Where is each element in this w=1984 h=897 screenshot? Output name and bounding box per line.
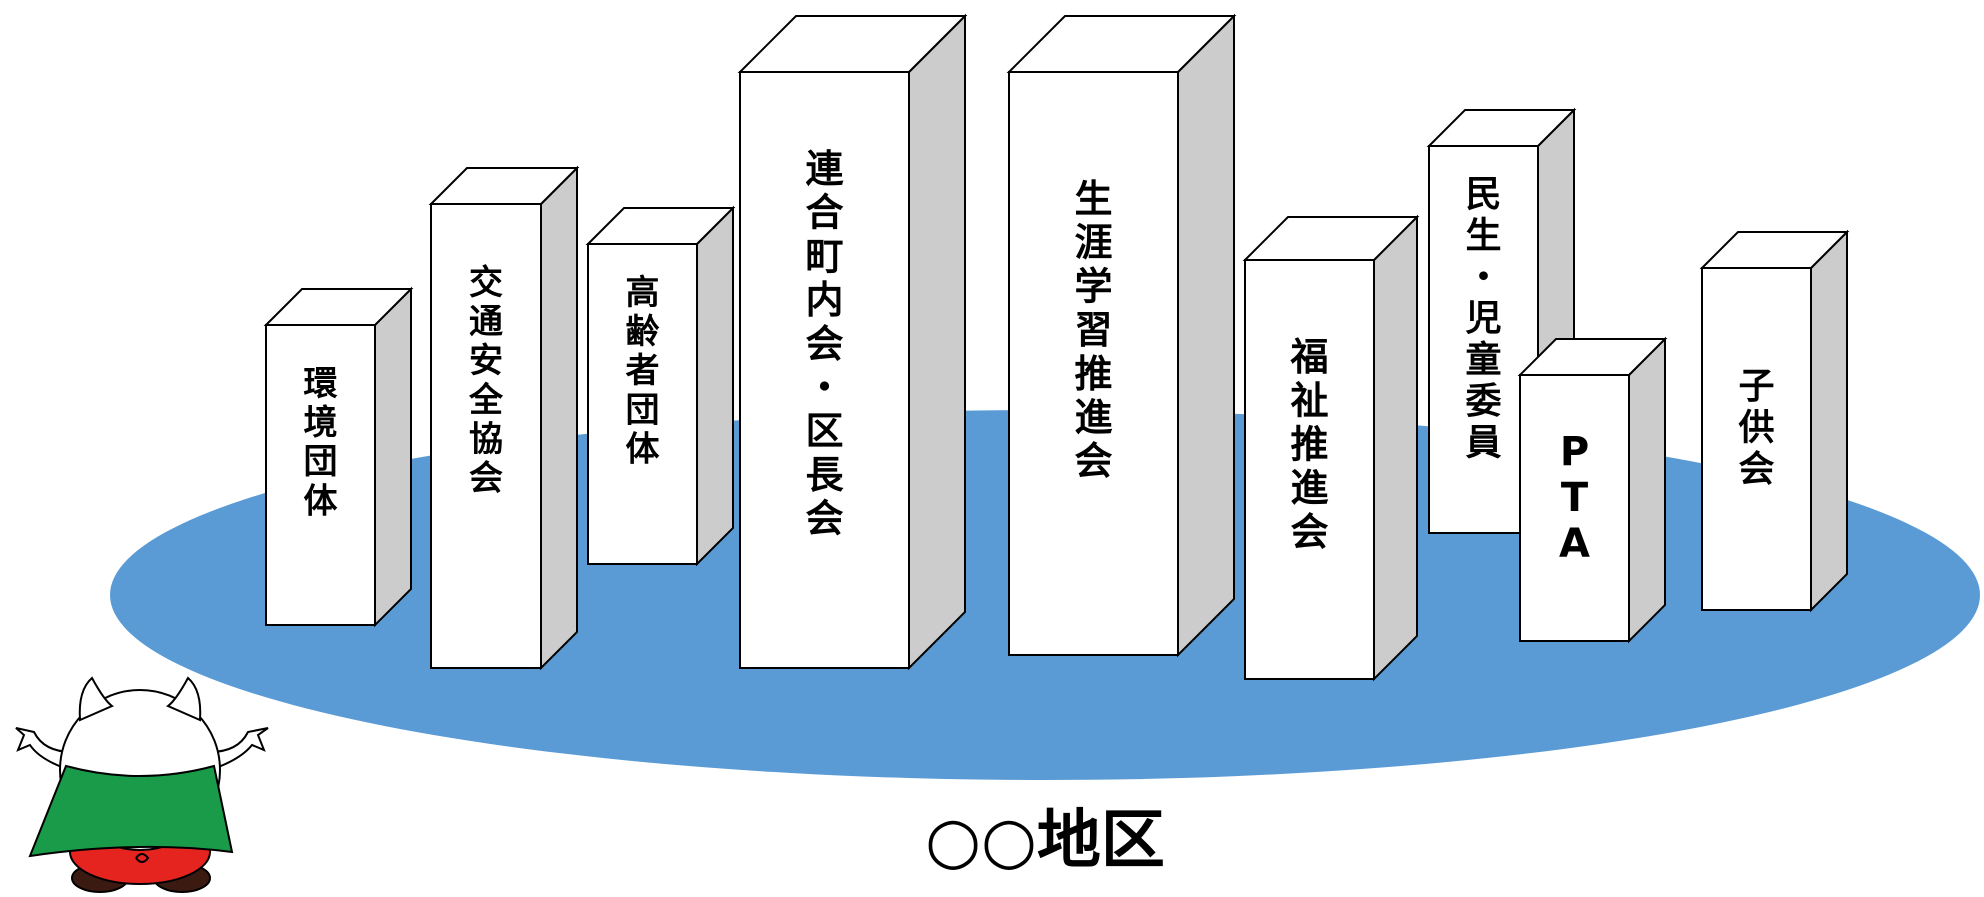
- building-front-face: [739, 71, 910, 669]
- building-label-kankyo: 環境団体: [304, 364, 338, 521]
- building-front-face: [1519, 374, 1630, 642]
- district-title: ○○地区: [925, 804, 1165, 878]
- building-front-face: [1244, 259, 1375, 680]
- building-koreisha: 高齢者団体: [585, 205, 736, 567]
- building-side-face: [908, 13, 966, 671]
- building-label-kodomo: 子供会: [1738, 366, 1774, 490]
- building-label-minsei: 民生・児童委員: [1465, 174, 1501, 463]
- building-side-face: [1177, 13, 1235, 658]
- building-side-face: [696, 205, 734, 567]
- building-front-face: [265, 324, 376, 626]
- building-side-face: [1373, 214, 1418, 682]
- building-fukushi: 福祉推進会: [1242, 214, 1420, 682]
- building-label-shogai: 生涯学習推進会: [1074, 177, 1112, 483]
- building-label-koreisha: 高齢者団体: [626, 273, 660, 469]
- building-side-face: [540, 165, 578, 671]
- building-kotsu: 交通安全協会: [428, 165, 580, 671]
- building-label-kotsu: 交通安全協会: [468, 263, 504, 499]
- building-side-face: [1628, 336, 1666, 644]
- building-kankyo: 環境団体: [263, 286, 414, 628]
- building-side-face: [374, 286, 412, 628]
- building-label-fukushi: 福祉推進会: [1289, 335, 1328, 554]
- mascot-icon: [15, 676, 269, 893]
- building-front-face: [1701, 267, 1812, 611]
- building-kodomo: 子供会: [1699, 229, 1850, 613]
- building-rengo: 連合町内会・区長会: [737, 13, 968, 671]
- building-label-rengo: 連合町内会・区長会: [805, 147, 844, 541]
- building-front-face: [1008, 71, 1179, 656]
- building-front-face: [587, 243, 698, 565]
- building-side-face: [1810, 229, 1848, 613]
- building-shogai: 生涯学習推進会: [1006, 13, 1237, 658]
- building-front-face: [430, 203, 542, 669]
